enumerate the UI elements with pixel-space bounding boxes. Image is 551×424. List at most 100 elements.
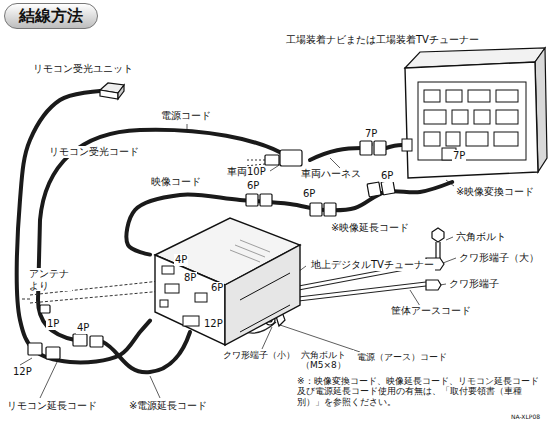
plug-connector-part (360, 141, 372, 155)
plug-connector-part (324, 203, 336, 216)
part-label: 4P (174, 254, 188, 266)
device-drawing-part-part (446, 132, 460, 146)
plug-connector-part (265, 155, 279, 165)
device-drawing-part (118, 85, 124, 99)
part-label: 8P (183, 272, 197, 284)
device-drawing-part-part (195, 293, 207, 302)
device-drawing-part-part (160, 300, 168, 307)
device-drawing-part-part (474, 110, 490, 124)
part-label: 映像コード (150, 176, 202, 188)
cable-connector (17, 91, 150, 362)
device-drawing-part-part (446, 90, 462, 102)
device-drawing-part (230, 240, 270, 262)
antenna-wire-part (30, 291, 163, 303)
device-drawing-part-part (496, 110, 518, 124)
device-shape (150, 215, 302, 347)
device-drawing-part-part (165, 284, 179, 293)
part-label: 12P (203, 318, 224, 330)
device-drawing-part (405, 62, 538, 178)
plug-connector-part (90, 336, 103, 347)
device-drawing-part-part (235, 245, 265, 257)
device-node: 工場装着ナビまたは工場装着TVチューナー (400, 46, 549, 182)
hex-bolt-part (436, 242, 440, 258)
device-drawing-part-part (424, 90, 440, 102)
plug-connector-part (246, 194, 258, 206)
device-drawing-part (424, 90, 518, 146)
device-shape (400, 46, 549, 182)
device-drawing-part-part (496, 90, 518, 102)
device-label: リモコン受光ユニット (32, 63, 134, 75)
part-label: 6P (210, 282, 224, 294)
leader-line-part (40, 360, 58, 398)
part-label: 6P (380, 170, 394, 182)
part-label: 4P (76, 322, 90, 334)
part-label: 7P (452, 150, 466, 162)
footnote: ※：映像変換コード、映像延長コード、リモコン延長コード及び電源延長コード使用の有… (296, 376, 548, 407)
plug-connector-part (280, 150, 302, 166)
cable (38, 130, 402, 372)
device-drawing-part-part (466, 132, 488, 146)
part-label: 六角ボルト（M5×8） (300, 350, 354, 371)
plug-connector-part (367, 182, 381, 197)
part-label: クワ形端子 (448, 278, 500, 290)
leader-line-part (20, 358, 32, 365)
plug-connector-part (374, 141, 386, 155)
plug-connector-part (73, 334, 87, 346)
part-label: NA-XLP08 (510, 414, 541, 421)
device-drawing-part-part (468, 90, 490, 102)
device-drawing-part-part (452, 110, 468, 124)
device-shape (100, 83, 124, 99)
plug-connector-part (40, 305, 50, 313)
leader-line-part (150, 376, 160, 398)
plug-connector-part (28, 343, 42, 355)
device-drawing-part (418, 82, 526, 160)
part-label: 車両ハーネス (300, 168, 362, 180)
part-label: リモコン延長コード (6, 400, 98, 412)
part-label: リモコン受光コード (48, 146, 140, 158)
device-label: 工場装着ナビまたは工場装着TVチューナー (285, 34, 480, 46)
device-drawing (155, 218, 300, 345)
device-drawing-part (155, 255, 225, 345)
device-drawing-part-part (240, 273, 290, 300)
part-label: ※電源延長コード (128, 400, 208, 412)
part-label: 1P (46, 318, 60, 330)
plug-connector-part (46, 347, 60, 359)
part-label: 6P (302, 188, 316, 200)
plug-connector-part (381, 180, 395, 195)
part-label: 6P (246, 180, 260, 192)
device-node: リモコン受光ユニット (100, 83, 124, 99)
leader-line-part (280, 325, 360, 352)
leader-line (20, 124, 456, 398)
ground-wire-part (290, 282, 426, 298)
device-drawing-part (240, 273, 290, 332)
device-drawing-part-part (240, 240, 270, 252)
title-band: 結線方法 (4, 3, 98, 29)
cable-part (103, 332, 190, 372)
device-drawing-part-part (230, 250, 260, 262)
part-label: 7P (364, 128, 378, 140)
spade-terminal-part (426, 280, 441, 290)
cable-part (386, 145, 402, 148)
hex-bolt-part (432, 228, 444, 242)
device-drawing-part-part (162, 266, 174, 274)
part-label: クワ形端子（大） (458, 252, 540, 264)
device-node: 地上デジタルTVチューナー (150, 215, 302, 347)
part-label: 電源（アース）コード (356, 352, 448, 362)
plug-connector-part (310, 203, 322, 216)
part-label: ※映像変換コード (455, 186, 535, 198)
part-label: アンテナより (28, 268, 72, 291)
leader-line-part (410, 290, 420, 306)
device-label: 地上デジタルTVチューナー (310, 259, 435, 271)
part-label: 筐体アースコード (390, 305, 472, 317)
plug-connector (28, 141, 395, 359)
device-drawing-part-part (424, 132, 440, 146)
device-drawing-part-part (424, 110, 446, 124)
leader-line-part (446, 237, 453, 240)
part-label: 電源コード (160, 110, 212, 122)
antenna-wire-part (20, 299, 30, 300)
cable-part (310, 148, 362, 160)
part-label: ※映像延長コード (330, 222, 410, 234)
device-drawing-part (100, 90, 118, 99)
part-label: 六角ボルト (455, 231, 507, 243)
leader-line-part (187, 124, 188, 129)
